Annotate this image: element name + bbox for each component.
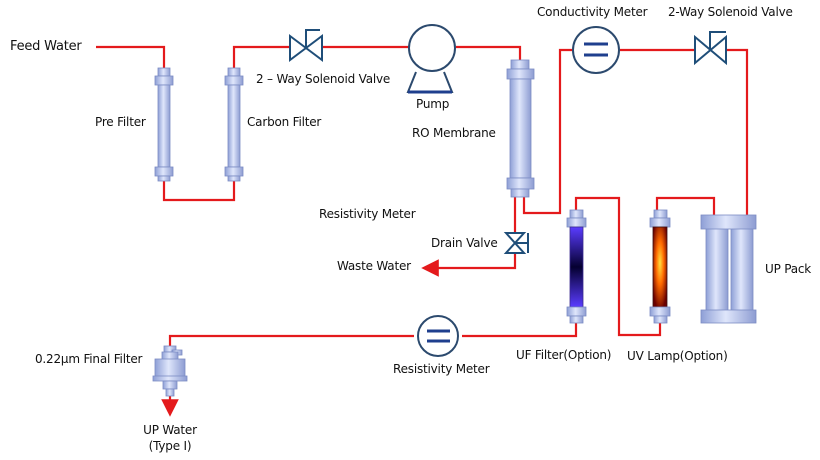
- conductivity-meter-icon[interactable]: [572, 26, 620, 74]
- ro-membrane[interactable]: [506, 59, 535, 198]
- label-uv-lamp: UV Lamp(Option): [627, 349, 728, 363]
- pipe-carbon-to-valve: [232, 45, 290, 68]
- pipes: [96, 45, 749, 417]
- label-up-water-type: (Type I): [148, 439, 192, 453]
- label-up-pack: UP Pack: [765, 262, 812, 276]
- label-conductivity-meter: Conductivity Meter: [537, 5, 648, 19]
- pipe-feed: [96, 45, 166, 68]
- solenoid-valve-1-icon[interactable]: [289, 29, 323, 62]
- pipe-ro-to-conductivity: [522, 48, 572, 215]
- label-final-filter: 0.22µm Final Filter: [35, 352, 143, 366]
- pump-icon[interactable]: [406, 24, 456, 94]
- pipe-valve-to-uppack: [726, 48, 749, 216]
- final-filter-icon[interactable]: [152, 345, 188, 397]
- label-pump: Pump: [416, 97, 450, 111]
- label-up-water: UP Water: [143, 423, 197, 437]
- resistivity-meter-icon[interactable]: [417, 315, 459, 357]
- solenoid-valve-2-icon[interactable]: [694, 31, 727, 66]
- pipe-pre-to-carbon: [162, 180, 236, 202]
- label-ro-membrane: RO Membrane: [412, 126, 496, 140]
- drain-valve-icon[interactable]: [503, 232, 529, 254]
- label-resistivity-meter-lower: Resistivity Meter: [393, 362, 490, 376]
- label-solenoid-valve-2: 2-Way Solenoid Valve: [668, 5, 793, 19]
- label-resistivity-meter-upper: Resistivity Meter: [319, 207, 416, 221]
- label-feed-water: Feed Water: [10, 39, 82, 54]
- carbon-filter[interactable]: [224, 67, 244, 182]
- up-pack[interactable]: [700, 214, 757, 324]
- label-waste-water: Waste Water: [337, 259, 411, 273]
- pipe-uppack-to-uv: [655, 196, 716, 216]
- pipe-resistivity-to-final: [168, 334, 414, 346]
- label-pre-filter: Pre Filter: [95, 115, 146, 129]
- pre-filter[interactable]: [154, 67, 174, 182]
- label-drain-valve: Drain Valve: [431, 236, 498, 250]
- uv-lamp[interactable]: [649, 209, 671, 324]
- label-uf-filter: UF Filter(Option): [516, 348, 612, 362]
- pipe-pump-to-ro: [456, 45, 522, 61]
- pipe-uf-to-resistivity: [462, 322, 578, 338]
- pipe-uv-to-uf: [574, 196, 662, 337]
- label-carbon-filter: Carbon Filter: [247, 115, 322, 129]
- label-solenoid-valve-1: 2 – Way Solenoid Valve: [256, 72, 391, 86]
- pipe-drain-to-waste: [421, 254, 517, 277]
- uf-filter[interactable]: [566, 209, 587, 324]
